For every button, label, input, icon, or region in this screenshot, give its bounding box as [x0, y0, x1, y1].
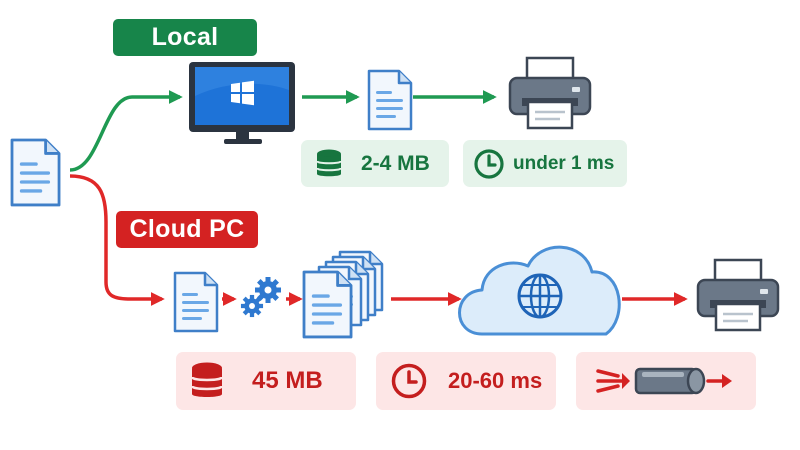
cloud-time-value: 20-60 ms [448, 368, 543, 393]
cloud-bandwidth-metric [576, 352, 756, 410]
local-time-metric: under 1 ms [463, 140, 627, 187]
local-printer-icon [508, 56, 592, 130]
cloud-time-metric: 20-60 ms [376, 352, 556, 410]
database-icon [316, 149, 342, 176]
branch-local-connector [69, 90, 183, 172]
document-stack-icon [302, 250, 384, 339]
clock-icon [391, 363, 427, 399]
local-size-value: 2-4 MB [361, 151, 430, 175]
local-time-value: under 1 ms [513, 152, 615, 174]
cloud-document-icon [173, 271, 219, 333]
clock-icon [474, 148, 504, 179]
monitor-icon [189, 62, 295, 144]
gears-icon [240, 277, 281, 318]
cloud-size-metric: 45 MB [176, 352, 356, 410]
local-size-metric: 2-4 MB [301, 140, 449, 187]
local-label: Local [113, 19, 257, 56]
cloud-globe-icon [458, 245, 621, 336]
cloud-size-value: 45 MB [252, 367, 323, 394]
branch-cloud-connector [69, 174, 165, 306]
cloud-printer-icon [696, 258, 780, 332]
database-icon [190, 362, 224, 397]
cloud-pc-label: Cloud PC [116, 211, 258, 248]
local-document-icon [367, 69, 413, 131]
source-document-icon [10, 138, 61, 207]
pipe-icon [596, 367, 732, 395]
